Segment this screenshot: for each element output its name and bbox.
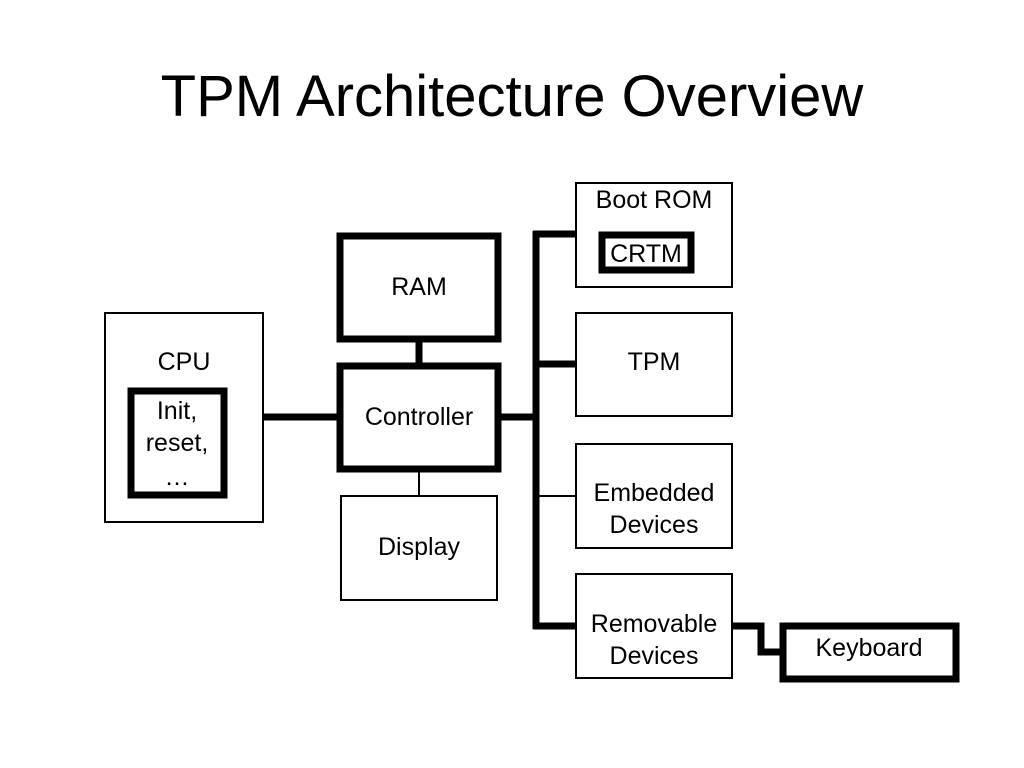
display-label: Display bbox=[378, 533, 460, 561]
removable-devices-line-1: Removable bbox=[591, 610, 717, 638]
removable-devices-box bbox=[575, 573, 733, 679]
cpu-label: CPU bbox=[158, 348, 211, 376]
crtm-box bbox=[598, 231, 695, 274]
cpu-init-line-1: Init, bbox=[157, 397, 197, 425]
controller-box bbox=[336, 362, 502, 473]
tpm-box bbox=[575, 312, 733, 417]
keyboard-label: Keyboard bbox=[815, 634, 922, 662]
crtm-label: CRTM bbox=[610, 240, 682, 268]
removable-devices-line-2: Devices bbox=[610, 642, 699, 670]
embedded-devices-box bbox=[575, 443, 733, 549]
cpu-init-line-3: … bbox=[165, 463, 190, 491]
embedded-devices-line-2: Devices bbox=[610, 511, 699, 539]
ram-label: RAM bbox=[391, 273, 447, 301]
keyboard-box bbox=[779, 622, 960, 683]
embedded-devices-line-1: Embedded bbox=[594, 479, 715, 507]
boot-rom-label: Boot ROM bbox=[596, 186, 713, 214]
removable-keyboard-link bbox=[732, 622, 783, 656]
display-box bbox=[340, 495, 498, 601]
slide-title: TPM Architecture Overview bbox=[160, 64, 864, 129]
cpu-init-box bbox=[127, 387, 228, 499]
cpu-init-line-2: reset, bbox=[146, 429, 209, 457]
tpm-label: TPM bbox=[628, 348, 681, 376]
controller-label: Controller bbox=[365, 403, 473, 431]
ram-box bbox=[336, 232, 502, 343]
connectors bbox=[263, 230, 783, 656]
